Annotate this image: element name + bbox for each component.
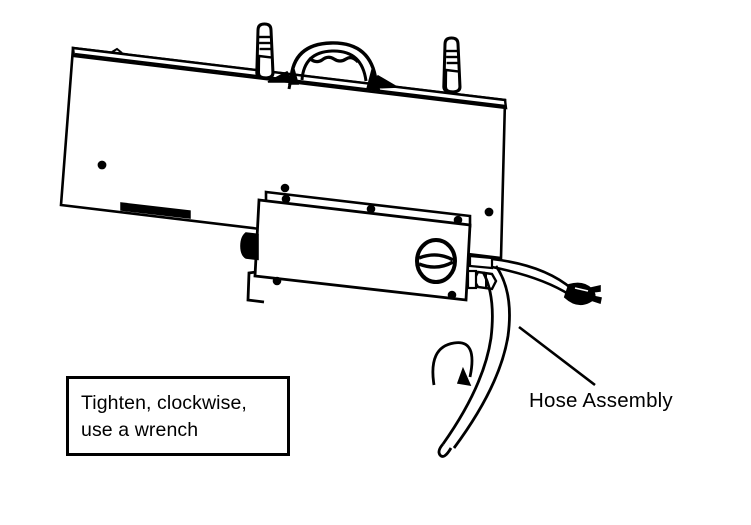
callout-line-1: Tighten, clockwise,: [81, 392, 247, 414]
bottom-grip-bar: [120, 202, 191, 219]
screw-dot-chassis: [97, 160, 107, 170]
control-box: [240, 183, 472, 304]
clockwise-rotation-arrow: [431, 341, 474, 387]
power-plug-connector: [563, 282, 602, 306]
hose-assembly-label: Hose Assembly: [529, 389, 673, 412]
hose-assembly-leader-line: [518, 325, 596, 387]
hex-nut-fitting: [466, 254, 498, 291]
arched-handle: [267, 41, 400, 92]
rotation-arrowhead: [456, 366, 472, 387]
callout-line-2: use a wrench: [81, 419, 199, 441]
screw-dot-cb-4: [453, 215, 463, 225]
screw-dot-cb-6: [447, 290, 457, 300]
mounting-post-right: [442, 36, 462, 94]
power-cord: [491, 257, 573, 297]
screw-dot-chassis-right: [484, 207, 494, 217]
left-side-boss: [240, 232, 259, 261]
main-chassis-top-notch: [111, 47, 123, 54]
mounting-post-left: [255, 22, 275, 80]
valve-knob: [415, 238, 457, 284]
screw-dot-cb-1: [280, 183, 290, 193]
screw-dot-cb-2: [281, 194, 291, 204]
screw-dot-cb-3: [366, 204, 376, 214]
upper-port-block: [468, 254, 494, 270]
callout-text: Tighten, clockwise, use a wrench: [81, 390, 281, 444]
nut-collar: [466, 269, 478, 290]
control-box-bracket-foot: [246, 270, 265, 304]
callout-box: Tighten, clockwise, use a wrench: [66, 376, 290, 456]
screw-dot-cb-5: [272, 276, 282, 286]
hose-assembly: [437, 265, 511, 458]
